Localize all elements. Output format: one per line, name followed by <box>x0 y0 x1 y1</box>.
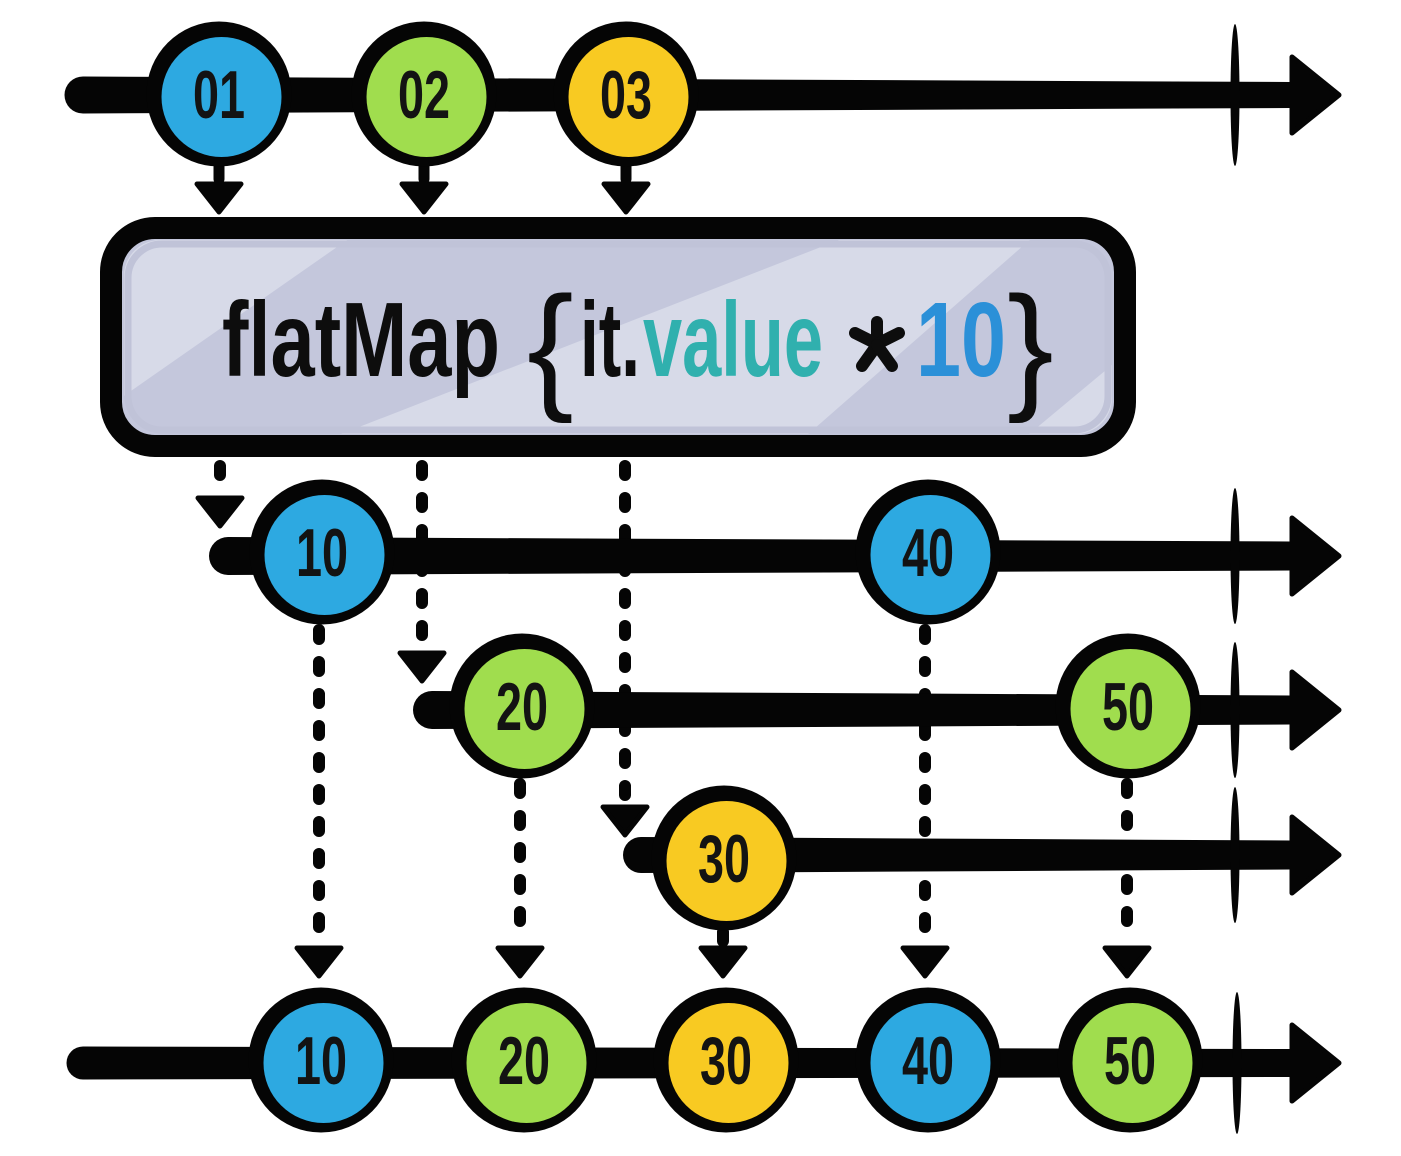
svg-text:10: 10 <box>296 515 348 591</box>
svg-text:it.: it. <box>580 281 640 399</box>
svg-text:value: value <box>643 281 823 399</box>
svg-text:30: 30 <box>700 1023 752 1099</box>
svg-text:01: 01 <box>193 57 245 133</box>
svg-text:20: 20 <box>498 1023 550 1099</box>
svg-text:30: 30 <box>698 821 750 897</box>
svg-text:20: 20 <box>496 669 548 745</box>
svg-text:flatMap: flatMap <box>222 281 500 399</box>
svg-text:40: 40 <box>902 515 954 591</box>
svg-text:02: 02 <box>398 57 450 133</box>
svg-text:10: 10 <box>916 281 1006 399</box>
svg-text:40: 40 <box>902 1023 954 1099</box>
svg-text:50: 50 <box>1102 669 1154 745</box>
svg-text:03: 03 <box>600 57 652 133</box>
svg-text:}: } <box>1007 267 1054 424</box>
svg-text:10: 10 <box>295 1023 347 1099</box>
svg-text:{: { <box>527 267 574 424</box>
svg-text:50: 50 <box>1104 1023 1156 1099</box>
